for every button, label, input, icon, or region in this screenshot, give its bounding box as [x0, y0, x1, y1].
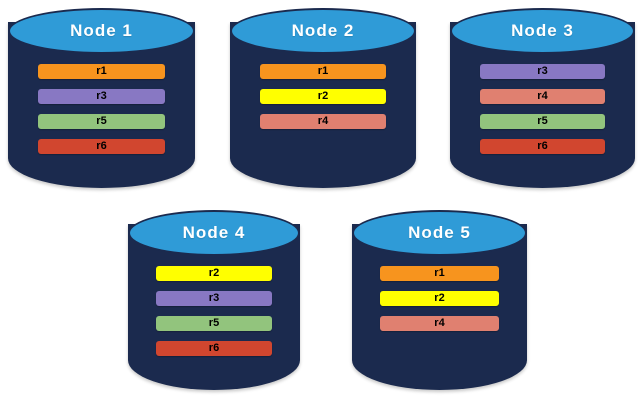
node-3-cylinder-top	[450, 8, 635, 54]
node-5[interactable]: Node 5 r1 r2 r4	[352, 210, 527, 390]
node-3-replica-stack: r3 r4 r5 r6	[479, 64, 606, 154]
replica-bar[interactable]: r5	[479, 114, 606, 129]
replica-bar[interactable]: r5	[155, 316, 273, 331]
node-3[interactable]: Node 3 r3 r4 r5 r6	[450, 8, 635, 188]
node-3-title: Node 3	[511, 21, 574, 40]
node-4-cylinder-top	[128, 210, 300, 256]
replica-bar[interactable]: r6	[155, 341, 273, 356]
replica-bar[interactable]: r5	[37, 114, 166, 129]
replica-bar[interactable]: r4	[259, 114, 387, 129]
node-2-replica-stack: r1 r2 r4	[259, 64, 387, 129]
replica-bar[interactable]: r4	[479, 89, 606, 104]
node-2-title: Node 2	[291, 21, 355, 40]
node-4[interactable]: Node 4 r2 r3 r5 r6	[128, 210, 300, 390]
node-1-title: Node 1	[70, 21, 133, 40]
replica-bar[interactable]: r2	[380, 291, 499, 306]
replica-bar[interactable]: r1	[380, 266, 499, 281]
replica-bar[interactable]: r1	[37, 64, 166, 79]
node-5-title: Node 5	[408, 223, 471, 242]
node-4-replica-stack: r2 r3 r5 r6	[155, 266, 273, 356]
node-1-replica-stack: r1 r3 r5 r6	[37, 64, 166, 154]
replica-bar[interactable]: r2	[259, 89, 387, 104]
node-2[interactable]: Node 2 r1 r2 r4	[230, 8, 416, 188]
replica-bar[interactable]: r4	[380, 316, 499, 331]
replica-bar[interactable]: r2	[155, 266, 273, 281]
node-2-cylinder-top	[230, 8, 416, 54]
replica-bar[interactable]: r3	[37, 89, 166, 104]
node-5-cylinder-top	[352, 210, 527, 256]
node-1[interactable]: Node 1 r1 r3 r5 r6	[8, 8, 195, 188]
replica-bar[interactable]: r6	[37, 139, 166, 154]
replica-bar[interactable]: r6	[479, 139, 606, 154]
node-5-replica-stack: r1 r2 r4	[380, 266, 499, 331]
node-4-title: Node 4	[182, 223, 246, 242]
replica-bar[interactable]: r3	[479, 64, 606, 79]
replica-bar[interactable]: r3	[155, 291, 273, 306]
node-1-cylinder-top	[8, 8, 195, 54]
replica-bar[interactable]: r1	[259, 64, 387, 79]
